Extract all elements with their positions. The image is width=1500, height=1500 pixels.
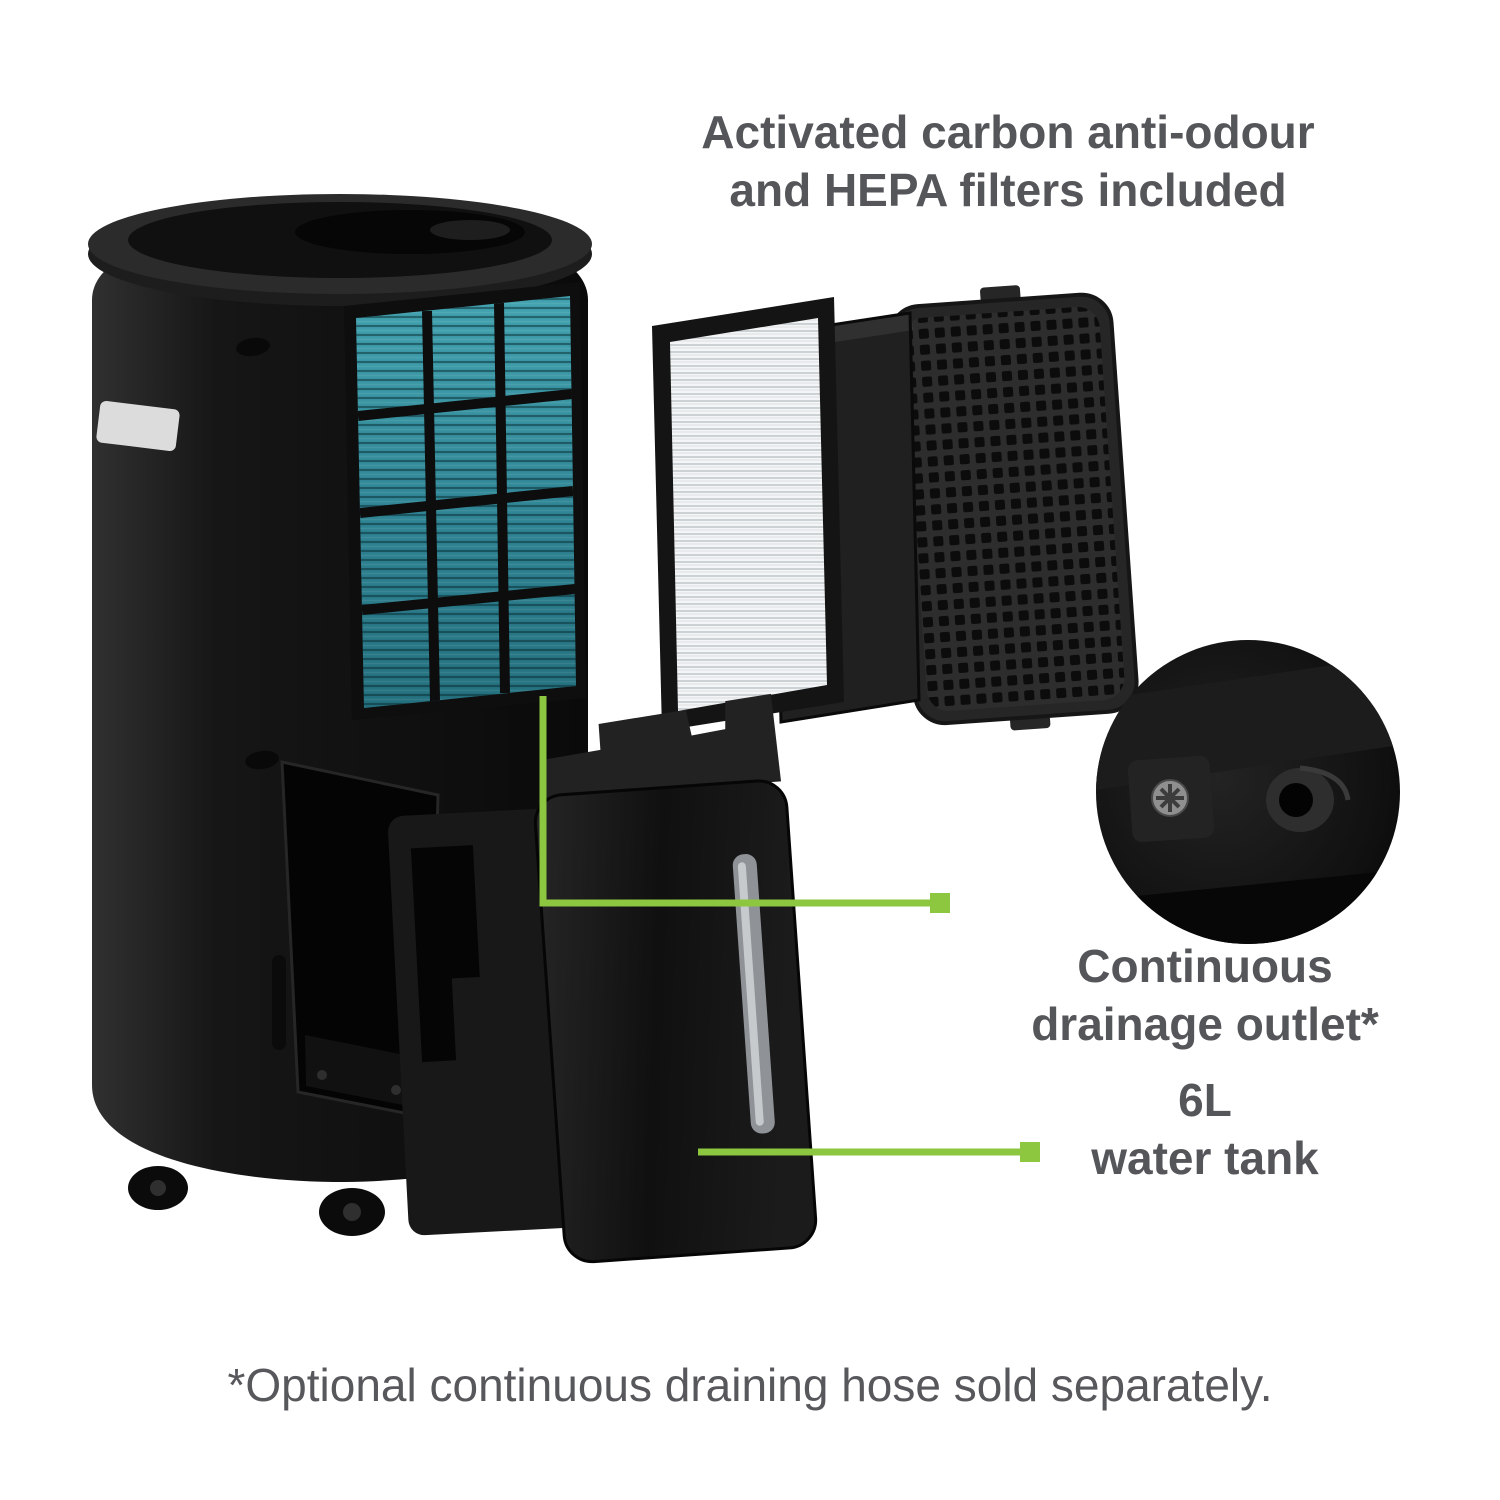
evaporator-coil-panel xyxy=(344,282,586,720)
dehumidifier-top-cap xyxy=(88,194,592,306)
side-handle-strip xyxy=(96,400,180,452)
filters-heading: Activated carbon anti-odour and HEPA fil… xyxy=(701,106,1315,216)
caster-wheels xyxy=(128,1166,385,1236)
drainage-outlet-inset xyxy=(1096,640,1400,944)
tank-callout-marker xyxy=(1020,1142,1040,1162)
footnote-text: *Optional continuous draining hose sold … xyxy=(227,1359,1273,1411)
drainage-outlet-spout xyxy=(1266,765,1351,832)
drainage-callout-line xyxy=(539,696,934,907)
vent-slot xyxy=(245,750,279,770)
dehumidifier-unit xyxy=(88,194,592,1236)
water-tank-rim xyxy=(542,693,782,798)
door-groove xyxy=(272,955,286,1050)
hepa-filter xyxy=(652,297,844,731)
vent-slot xyxy=(236,337,270,357)
screw-icon xyxy=(1151,779,1189,817)
drainage-outlet-label: Continuous drainage outlet* xyxy=(1031,940,1379,1050)
water-tank-label: 6L water tank xyxy=(1091,1074,1319,1184)
drainage-callout-marker xyxy=(930,893,950,913)
callout-lines xyxy=(539,696,1040,1162)
grille-cover xyxy=(887,285,1139,731)
